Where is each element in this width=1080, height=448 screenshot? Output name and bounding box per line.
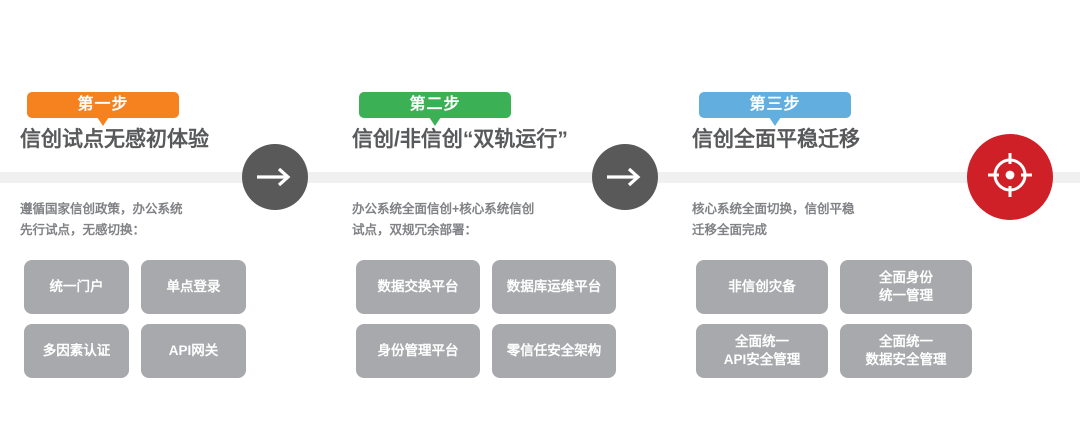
timeline-target-node	[967, 134, 1053, 220]
step-title-3: 信创全面平稳迁移	[692, 128, 860, 151]
step-badge-wrap-1: 第一步	[27, 92, 179, 126]
step-badge-2: 第二步	[359, 92, 511, 126]
step-column-2: 第二步 信创/非信创“双轨运行” 办公系统全面信创+核心系统信创 试点，双规冗余…	[352, 0, 632, 448]
target-crosshair-icon	[983, 148, 1037, 207]
chip-item[interactable]: API网关	[141, 324, 246, 378]
step-badge-label: 第一步	[77, 96, 129, 113]
step-badge-1: 第一步	[27, 92, 179, 126]
step-badge-label: 第三步	[749, 96, 801, 113]
step-column-1: 第一步 信创试点无感初体验 遵循国家信创政策，办公系统 先行试点，无感切换： 统…	[20, 0, 290, 448]
chip-item[interactable]: 多因素认证	[24, 324, 129, 378]
chip-item[interactable]: 全面统一 数据安全管理	[840, 324, 972, 378]
chip-item[interactable]: 统一门户	[24, 260, 129, 314]
step-chip-grid-3: 非信创灾备 全面身份 统一管理 全面统一 API安全管理 全面统一 数据安全管理	[696, 260, 972, 378]
step-description-1: 遵循国家信创政策，办公系统 先行试点，无感切换：	[20, 202, 183, 237]
step-column-3: 第三步 信创全面平稳迁移 核心系统全面切换，信创平稳 迁移全面完成 非信创灾备 …	[692, 0, 982, 448]
chip-item[interactable]: 数据库运维平台	[492, 260, 616, 314]
step-badge-wrap-2: 第二步	[359, 92, 511, 126]
chip-item[interactable]: 数据交换平台	[356, 260, 480, 314]
chip-item[interactable]: 全面统一 API安全管理	[696, 324, 828, 378]
timeline-rail	[0, 172, 1080, 183]
step-badge-wrap-3: 第三步	[699, 92, 851, 126]
chip-item[interactable]: 非信创灾备	[696, 260, 828, 314]
chip-item[interactable]: 身份管理平台	[356, 324, 480, 378]
step-title-1: 信创试点无感初体验	[20, 128, 209, 151]
step-title-2: 信创/非信创“双轨运行”	[352, 128, 568, 151]
chip-item[interactable]: 单点登录	[141, 260, 246, 314]
timeline-arrow-node-1	[242, 144, 308, 210]
chip-item[interactable]: 全面身份 统一管理	[840, 260, 972, 314]
step-chip-grid-1: 统一门户 单点登录 多因素认证 API网关	[24, 260, 246, 378]
step-description-2: 办公系统全面信创+核心系统信创 试点，双规冗余部署：	[352, 202, 535, 237]
step-chip-grid-2: 数据交换平台 数据库运维平台 身份管理平台 零信任安全架构	[356, 260, 616, 378]
timeline-arrow-node-2	[592, 144, 658, 210]
step-badge-3: 第三步	[699, 92, 851, 126]
step-badge-label: 第二步	[409, 96, 461, 113]
arrow-right-icon	[605, 166, 645, 188]
chip-item[interactable]: 零信任安全架构	[492, 324, 616, 378]
arrow-right-icon	[255, 166, 295, 188]
step-description-3: 核心系统全面切换，信创平稳 迁移全面完成	[692, 202, 855, 237]
